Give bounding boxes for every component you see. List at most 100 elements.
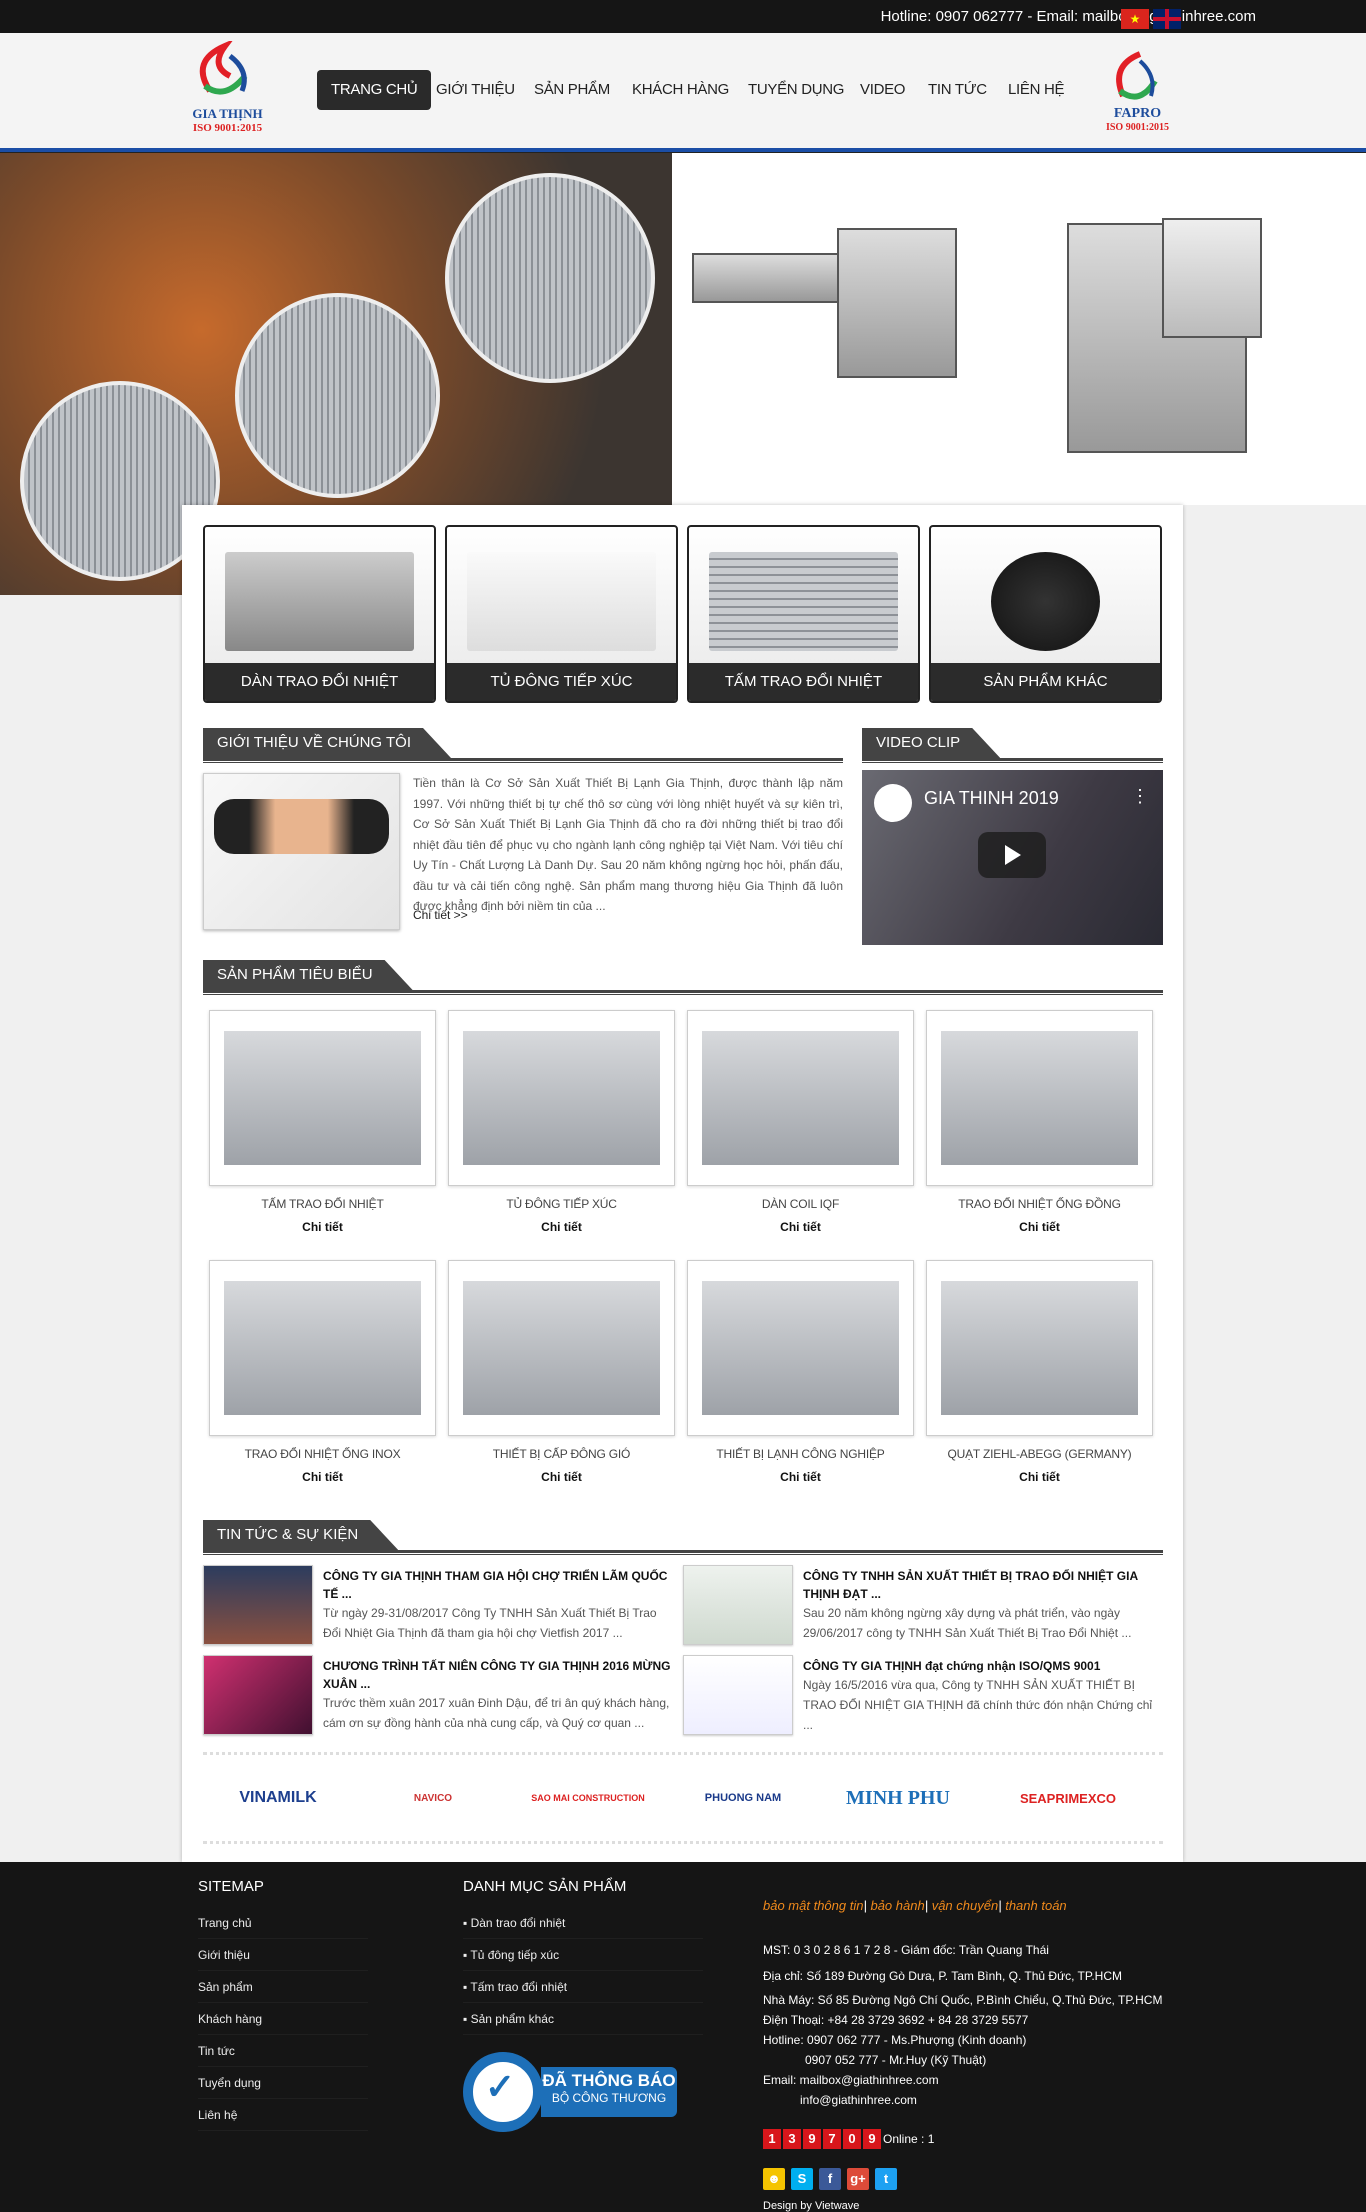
catalog-link[interactable]: ▪ Dàn trao đổi nhiệt — [463, 1907, 703, 1939]
news-item[interactable]: CHƯƠNG TRÌNH TẤT NIÊN CÔNG TY GIA THỊNH … — [203, 1655, 673, 1739]
handshake-image — [203, 773, 400, 930]
google-plus-icon[interactable]: g+ — [847, 2168, 869, 2190]
sitemap-link[interactable]: Khách hàng — [198, 2003, 368, 2035]
policy-link[interactable]: bảo hành — [870, 1898, 925, 1913]
twitter-icon[interactable]: t — [875, 2168, 897, 2190]
product-detail-link[interactable]: Chi tiết — [780, 1470, 821, 1484]
catalog-link-label: Dàn trao đổi nhiệt — [470, 1916, 566, 1930]
nav-tuyen-dung[interactable]: TUYỂN DỤNG — [748, 81, 845, 98]
about-section-header: GIỚI THIỆU VỀ CHÚNG TÔI — [203, 728, 843, 763]
product-name[interactable]: TẤM TRAO ĐỔI NHIỆT — [261, 1197, 384, 1211]
header-divider — [0, 148, 1366, 153]
sitemap-link[interactable]: Giới thiệu — [198, 1939, 368, 1971]
check-icon: ✓ — [485, 2066, 516, 2107]
sitemap-link[interactable]: Tin tức — [198, 2035, 368, 2067]
product-image[interactable] — [209, 1260, 436, 1436]
hero-banner-machines — [672, 153, 1366, 505]
product-image[interactable] — [448, 1260, 675, 1436]
play-button[interactable] — [978, 832, 1046, 878]
catalog-title: DANH MỤC SẢN PHẨM — [463, 1878, 627, 1895]
logo-gia-thinh[interactable]: GIA THỊNH ISO 9001:2015 — [180, 38, 275, 134]
product-card[interactable]: QUẠT ZIEHL-ABEGG (GERMANY) Chi tiết — [926, 1260, 1153, 1484]
about-more-link[interactable]: Chi tiết >> — [413, 908, 468, 922]
product-card[interactable]: TRAO ĐỔI NHIỆT ỐNG INOX Chi tiết — [209, 1260, 436, 1484]
category-tu-dong-tiep-xuc[interactable]: TỦ ĐÔNG TIẾP XÚC — [445, 525, 678, 703]
product-name[interactable]: TRAO ĐỔI NHIỆT ỐNG INOX — [244, 1447, 401, 1461]
product-card[interactable]: THIẾT BỊ CẤP ĐÔNG GIÓ Chi tiết — [448, 1260, 675, 1484]
nav-san-pham[interactable]: SẢN PHẨM — [534, 81, 610, 98]
news-item[interactable]: CÔNG TY GIA THỊNH THAM GIA HỘI CHỢ TRIỂN… — [203, 1565, 673, 1649]
partner-logo[interactable]: SAO MAI CONSTRUCTION — [531, 1793, 645, 1803]
video-section-header: VIDEO CLIP — [862, 728, 1163, 763]
contact-line: Điện Thoại: +84 28 3729 3692 + 84 28 372… — [763, 2013, 1029, 2027]
counter-digit: 9 — [803, 2129, 821, 2149]
product-detail-link[interactable]: Chi tiết — [302, 1220, 343, 1234]
category-tam-trao-doi-nhiet[interactable]: TẤM TRAO ĐỔI NHIỆT — [687, 525, 920, 703]
catalog-link[interactable]: ▪ Tủ đông tiếp xúc — [463, 1939, 703, 1971]
news-item[interactable]: CÔNG TY GIA THỊNH đạt chứng nhận ISO/QMS… — [683, 1655, 1153, 1739]
sitemap-link[interactable]: Sản phẩm — [198, 1971, 368, 2003]
product-card[interactable]: THIẾT BỊ LẠNH CÔNG NGHIỆP Chi tiết — [687, 1260, 914, 1484]
product-detail-link[interactable]: Chi tiết — [302, 1470, 343, 1484]
product-name[interactable]: DÀN COIL IQF — [761, 1197, 840, 1211]
nav-khach-hang[interactable]: KHÁCH HÀNG — [632, 81, 730, 98]
product-image[interactable] — [926, 1260, 1153, 1436]
contact-line: Email: mailbox@giathinhree.com — [763, 2073, 939, 2087]
nav-trang-chu[interactable]: TRANG CHỦ — [317, 70, 432, 110]
sitemap-link[interactable]: Liên hệ — [198, 2099, 368, 2131]
policy-link[interactable]: bảo mật thông tin — [763, 1898, 864, 1913]
product-detail-link[interactable]: Chi tiết — [541, 1220, 582, 1234]
product-name[interactable]: TỦ ĐÔNG TIẾP XÚC — [506, 1197, 617, 1211]
catalog-link[interactable]: ▪ Tấm trao đổi nhiệt — [463, 1971, 703, 2003]
sitemap-link[interactable]: Trang chủ — [198, 1907, 368, 1939]
nav-tin-tuc[interactable]: TIN TỨC — [928, 81, 987, 98]
product-detail-link[interactable]: Chi tiết — [1019, 1220, 1060, 1234]
bo-cong-thuong-badge[interactable]: ✓ ĐÃ THÔNG BÁO BỘ CÔNG THƯƠNG — [463, 2052, 677, 2132]
nav-lien-he[interactable]: LIÊN HỆ — [1008, 81, 1065, 98]
catalog-link[interactable]: ▪ Sản phẩm khác — [463, 2003, 703, 2035]
uk-flag-icon[interactable] — [1153, 9, 1181, 29]
separator: | — [924, 1898, 932, 1913]
product-image[interactable] — [448, 1010, 675, 1186]
product-image[interactable] — [687, 1010, 914, 1186]
counter-digit: 3 — [783, 2129, 801, 2149]
product-detail-link[interactable]: Chi tiết — [1019, 1470, 1060, 1484]
product-image[interactable] — [209, 1010, 436, 1186]
nav-gioi-thieu[interactable]: GIỚI THIỆU — [436, 81, 515, 98]
product-card[interactable]: DÀN COIL IQF Chi tiết — [687, 1010, 914, 1234]
product-card[interactable]: TỦ ĐÔNG TIẾP XÚC Chi tiết — [448, 1010, 675, 1234]
video-player[interactable]: GIA THINH 2019 ⋮ — [862, 770, 1163, 945]
facebook-icon[interactable]: f — [819, 2168, 841, 2190]
news-item[interactable]: CÔNG TY TNHH SẢN XUẤT THIẾT BỊ TRAO ĐỔI … — [683, 1565, 1153, 1649]
partner-logo[interactable]: SEAPRIMEXCO — [1019, 1790, 1117, 1806]
sitemap-title: SITEMAP — [198, 1878, 264, 1895]
product-detail-link[interactable]: Chi tiết — [541, 1470, 582, 1484]
more-options-icon[interactable]: ⋮ — [1131, 786, 1149, 806]
policy-link[interactable]: thanh toán — [1005, 1898, 1067, 1913]
category-san-pham-khac[interactable]: SẢN PHẨM KHÁC — [929, 525, 1162, 703]
vietnam-flag-icon[interactable]: ★ — [1121, 9, 1149, 29]
product-name[interactable]: THIẾT BỊ LẠNH CÔNG NGHIỆP — [716, 1447, 885, 1461]
partner-logo[interactable]: VINAMILK — [239, 1789, 317, 1806]
product-card[interactable]: TẤM TRAO ĐỔI NHIỆT Chi tiết — [209, 1010, 436, 1234]
contact-line: Nhà Máy: Số 85 Đường Ngô Chí Quốc, P.Bìn… — [763, 1993, 1163, 2007]
partner-logo[interactable]: MINH PHU — [846, 1786, 950, 1809]
policy-link[interactable]: vận chuyển — [931, 1898, 999, 1913]
partner-logo[interactable]: PHUONG NAM — [704, 1792, 782, 1804]
product-image[interactable] — [687, 1260, 914, 1436]
product-name[interactable]: THIẾT BỊ CẤP ĐÔNG GIÓ — [492, 1447, 631, 1461]
product-card[interactable]: TRAO ĐỔI NHIỆT ỐNG ĐỒNG Chi tiết — [926, 1010, 1153, 1234]
nav-video[interactable]: VIDEO — [860, 81, 906, 98]
partners-strip: VINAMILK NAVICO SAO MAI CONSTRUCTION PHU… — [203, 1752, 1163, 1844]
skype-icon[interactable]: S — [791, 2168, 813, 2190]
sitemap-link[interactable]: Tuyển dụng — [198, 2067, 368, 2099]
category-dan-trao-doi-nhiet[interactable]: DÀN TRAO ĐỔI NHIỆT — [203, 525, 436, 703]
counter-digit: 7 — [823, 2129, 841, 2149]
partner-logo[interactable]: NAVICO — [413, 1792, 453, 1804]
product-name[interactable]: TRAO ĐỔI NHIỆT ỐNG ĐỒNG — [958, 1197, 1121, 1211]
product-image[interactable] — [926, 1010, 1153, 1186]
yahoo-icon[interactable]: ☻ — [763, 2168, 785, 2190]
product-detail-link[interactable]: Chi tiết — [780, 1220, 821, 1234]
product-name[interactable]: QUẠT ZIEHL-ABEGG (GERMANY) — [947, 1447, 1132, 1461]
